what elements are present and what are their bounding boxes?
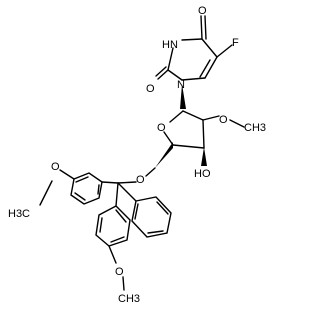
atom-o-ring: O — [157, 122, 166, 134]
bond-oring-c4 — [163, 131, 174, 146]
phenyl-outline — [131, 196, 172, 238]
bond-c5-c6 — [204, 56, 218, 79]
atom-hydroxyl-3: HO — [194, 168, 211, 180]
bond-ring-b-ome — [108, 245, 117, 264]
bond-c4-o-double — [204, 15, 207, 40]
bond-c5-o — [145, 167, 156, 177]
ring-b-inner-2 — [110, 236, 125, 243]
bond-c1-oring — [169, 110, 184, 123]
atom-nh: HN — [162, 39, 178, 51]
bond-o-ctrityl — [117, 181, 137, 184]
bond-ctrityl-phenyl — [117, 182, 137, 202]
ring-a-inner-3 — [97, 184, 100, 195]
ring-a-outline — [70, 172, 103, 205]
atom-o-c2: O — [146, 83, 155, 95]
bond-c2-n3 — [167, 47, 174, 71]
atom-o-methoxy-lower: O — [115, 266, 124, 278]
phenyl-ring — [131, 196, 172, 238]
bond-ctrityl-ring-a — [101, 181, 119, 184]
bond-n3-c4 — [181, 38, 203, 41]
methoxyphenyl-ring-lower — [95, 205, 131, 247]
atom-methyl-2: CH3 — [244, 122, 266, 134]
atom-fluorine: F — [232, 37, 239, 49]
bond-c5-f — [216, 44, 233, 58]
phenyl-inner-2 — [147, 230, 164, 234]
bond-o-methyl — [229, 119, 245, 128]
bond-c5-c6-double — [199, 59, 211, 78]
bond-c1-c2 — [182, 110, 204, 121]
wedge-bond-c1-n1 — [180, 84, 186, 109]
phenyl-inner-1 — [156, 201, 169, 215]
atom-o-c4: O — [198, 5, 207, 17]
molecule-structure-diagram: O HN F O N O O CH3 HO O O H3C O CH3 — [8, 5, 266, 305]
methoxyphenyl-ring-upper — [70, 172, 103, 205]
ring-b-inner-3 — [115, 209, 127, 223]
atom-n1: N — [177, 79, 185, 91]
bond-c2-c3 — [202, 119, 205, 149]
atom-o-methoxy-2: O — [219, 114, 228, 126]
ring-b-inner-1 — [99, 217, 103, 233]
bond-ome-left-h3c — [39, 180, 53, 206]
bond-c6-n1 — [181, 77, 206, 81]
bond-c4-c5 — [201, 38, 218, 58]
bond-ctrityl-ring-b — [115, 182, 119, 207]
bond-ome-bottom-ch3 — [122, 276, 125, 291]
atom-methyl-upper: H3C — [8, 208, 30, 220]
wedge-bond-c3-oh — [201, 147, 207, 166]
ring-a-inner-2 — [74, 192, 86, 201]
phenyl-inner-3 — [134, 203, 139, 220]
bond-c2-o-double — [155, 66, 167, 77]
ribose-ring — [163, 110, 205, 149]
wedge-bond-c4-c5 — [155, 142, 173, 168]
bond-c2-o — [157, 69, 169, 80]
bond-ring-a-ome — [59, 169, 75, 180]
bond-c4-c3 — [172, 144, 205, 149]
atom-o-methoxy-upper: O — [51, 161, 60, 173]
bond-c4-o — [200, 15, 203, 40]
bond-n1-c2 — [167, 69, 183, 81]
uracil-ring — [167, 38, 218, 81]
bond-c2-o — [202, 115, 220, 121]
atom-methyl-lower: CH3 — [118, 293, 140, 305]
ring-a-inner-1 — [75, 176, 89, 183]
atom-o-trityl: O — [136, 174, 145, 186]
